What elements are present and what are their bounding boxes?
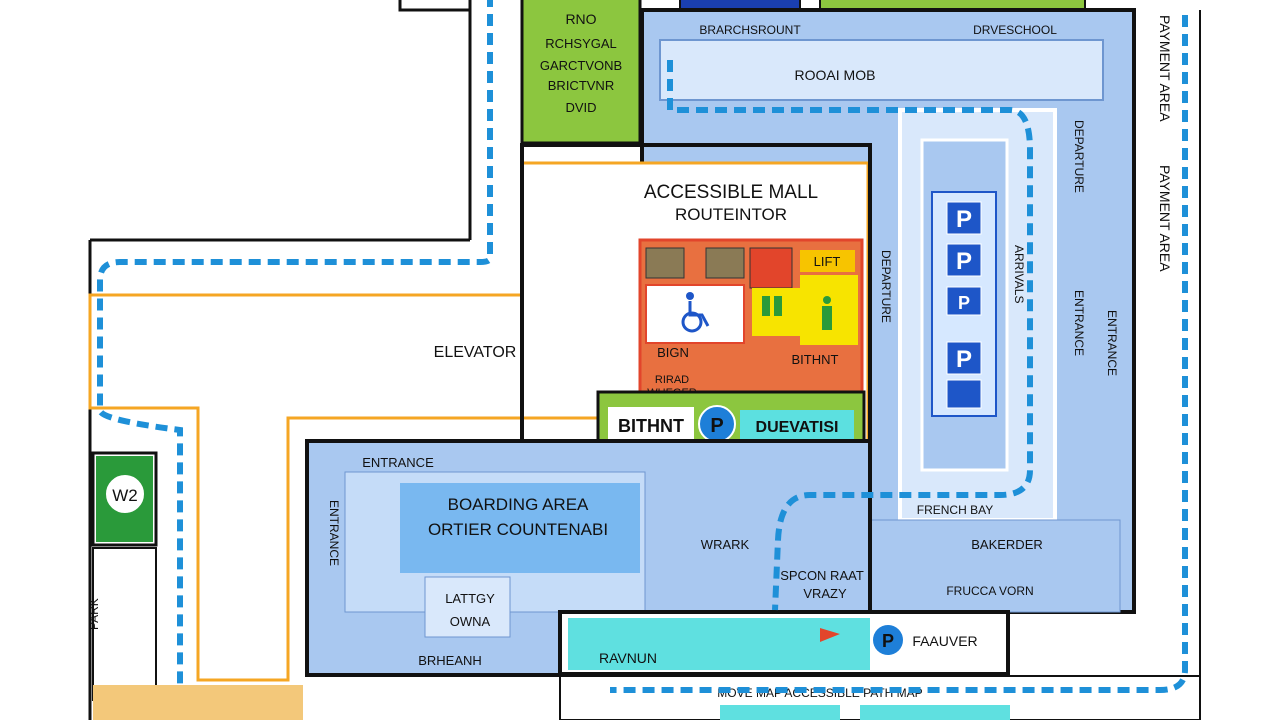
map-subtitle: ROUTEINTOR (675, 205, 787, 224)
top-green-bar (819, 0, 1086, 10)
right-panel-label-2: BAKERDER (971, 537, 1043, 552)
lower-vertical-label: ENTRANCE (327, 500, 341, 566)
block-label: BITHNT (792, 352, 839, 367)
green-block-line: BRICTVNR (548, 78, 614, 93)
parking-p-label: P (956, 248, 972, 275)
bottom-cyan-tile (860, 705, 1010, 720)
bottom-left-tiles (93, 685, 303, 720)
accessible-route-path (97, 0, 493, 690)
person-icon (822, 296, 832, 330)
vertical-label-left: DEPARTURE (879, 250, 893, 323)
top-bar-right-label: DRVESCHOOL (973, 23, 1057, 37)
right-lower-panel (869, 519, 1121, 613)
left-badge-icon (104, 473, 146, 515)
transit-label-bg (740, 410, 854, 440)
transit-label: DUEVATISI (756, 419, 839, 436)
ramp-label: WRARK (701, 537, 750, 552)
far-right-vertical-2: PAYMENT AREA (1157, 165, 1173, 272)
parking-sign: P (946, 201, 982, 235)
top-corridor (659, 39, 1104, 101)
transit-label-box (608, 407, 694, 441)
wheelchair-icon (681, 292, 710, 333)
boarding-highlight (400, 483, 640, 573)
parking-p-label: P (956, 346, 972, 373)
restroom-icon (762, 296, 782, 316)
accessible-route-path (667, 60, 1033, 611)
lower-main-label-2: ORTIER COUNTENABI (428, 520, 608, 539)
shop-label-bg (800, 250, 855, 272)
green-store-block (520, 0, 642, 145)
band-label: RAVNUN (599, 650, 657, 666)
green-block-line: RCHSYGAL (545, 36, 617, 51)
small-room-label: LATTGY (445, 591, 495, 606)
right-panel-label-1: FRENCH BAY (917, 503, 993, 517)
map-title: ACCESSIBLE MALL (644, 182, 818, 203)
small-room (424, 576, 511, 638)
lower-header-label: ENTRANCE (362, 455, 434, 470)
band-right-label: FAAUVER (912, 633, 977, 649)
parking-circle-icon (873, 625, 903, 655)
right-panel-label-3: FRUCCA VORN (946, 584, 1033, 598)
parking-sign: P (946, 286, 982, 316)
vertical-label-departure: DEPARTURE (1072, 120, 1086, 193)
parking-circle-p: P (882, 631, 894, 651)
shop-tile (705, 247, 745, 279)
parking-p-label: P (958, 293, 970, 313)
bottom-cyan-tile (720, 705, 840, 720)
vertical-label-entrance: ENTRANCE (1072, 290, 1086, 356)
accessible-route-path (610, 15, 1188, 693)
transit-left-label: BITHNT (618, 416, 684, 436)
lift-sign: LIFT (814, 254, 841, 269)
shop-tile (749, 247, 793, 289)
vertical-label-arrivals: ARRIVALS (1012, 245, 1026, 303)
lower-main-label: BOARDING AREA (448, 495, 589, 514)
flag-icon (820, 628, 840, 642)
parking-p-label: P (956, 206, 972, 233)
top-left-structure (398, 0, 472, 12)
block-label: BIGN (657, 345, 689, 360)
vertical-label-right: ENTRANCE (1105, 310, 1119, 376)
top-blue-bar (679, 0, 801, 10)
parking-sign: P (946, 243, 982, 277)
green-block-line: DVID (565, 100, 596, 115)
parking-sign: P (946, 341, 982, 375)
shop-tile (645, 247, 685, 279)
block-label: RIRAD (655, 374, 689, 386)
lower-band (568, 618, 870, 670)
parking-sign-small (946, 379, 982, 409)
left-column (92, 547, 157, 701)
left-badge-label: W2 (112, 486, 138, 505)
small-room-label-2: OWNA (450, 614, 491, 629)
far-left-vertical: PARK (87, 598, 101, 630)
top-bar-left-label: BRARCHSROUNT (699, 23, 801, 37)
green-block-line: RNO (565, 11, 596, 27)
lower-bottom-label: BRHEANH (418, 653, 482, 668)
far-right-vertical: PAYMENT AREA (1157, 15, 1173, 122)
parking-top-label: ROOAI MOB (795, 67, 876, 83)
parking-circle-p: P (710, 415, 723, 437)
station-label: SPCON RAAT (780, 568, 864, 583)
station-label-2: VRAZY (803, 586, 847, 601)
elevator-label: ELEVATOR (434, 344, 517, 361)
green-block-line: GARCTVONB (540, 58, 622, 73)
